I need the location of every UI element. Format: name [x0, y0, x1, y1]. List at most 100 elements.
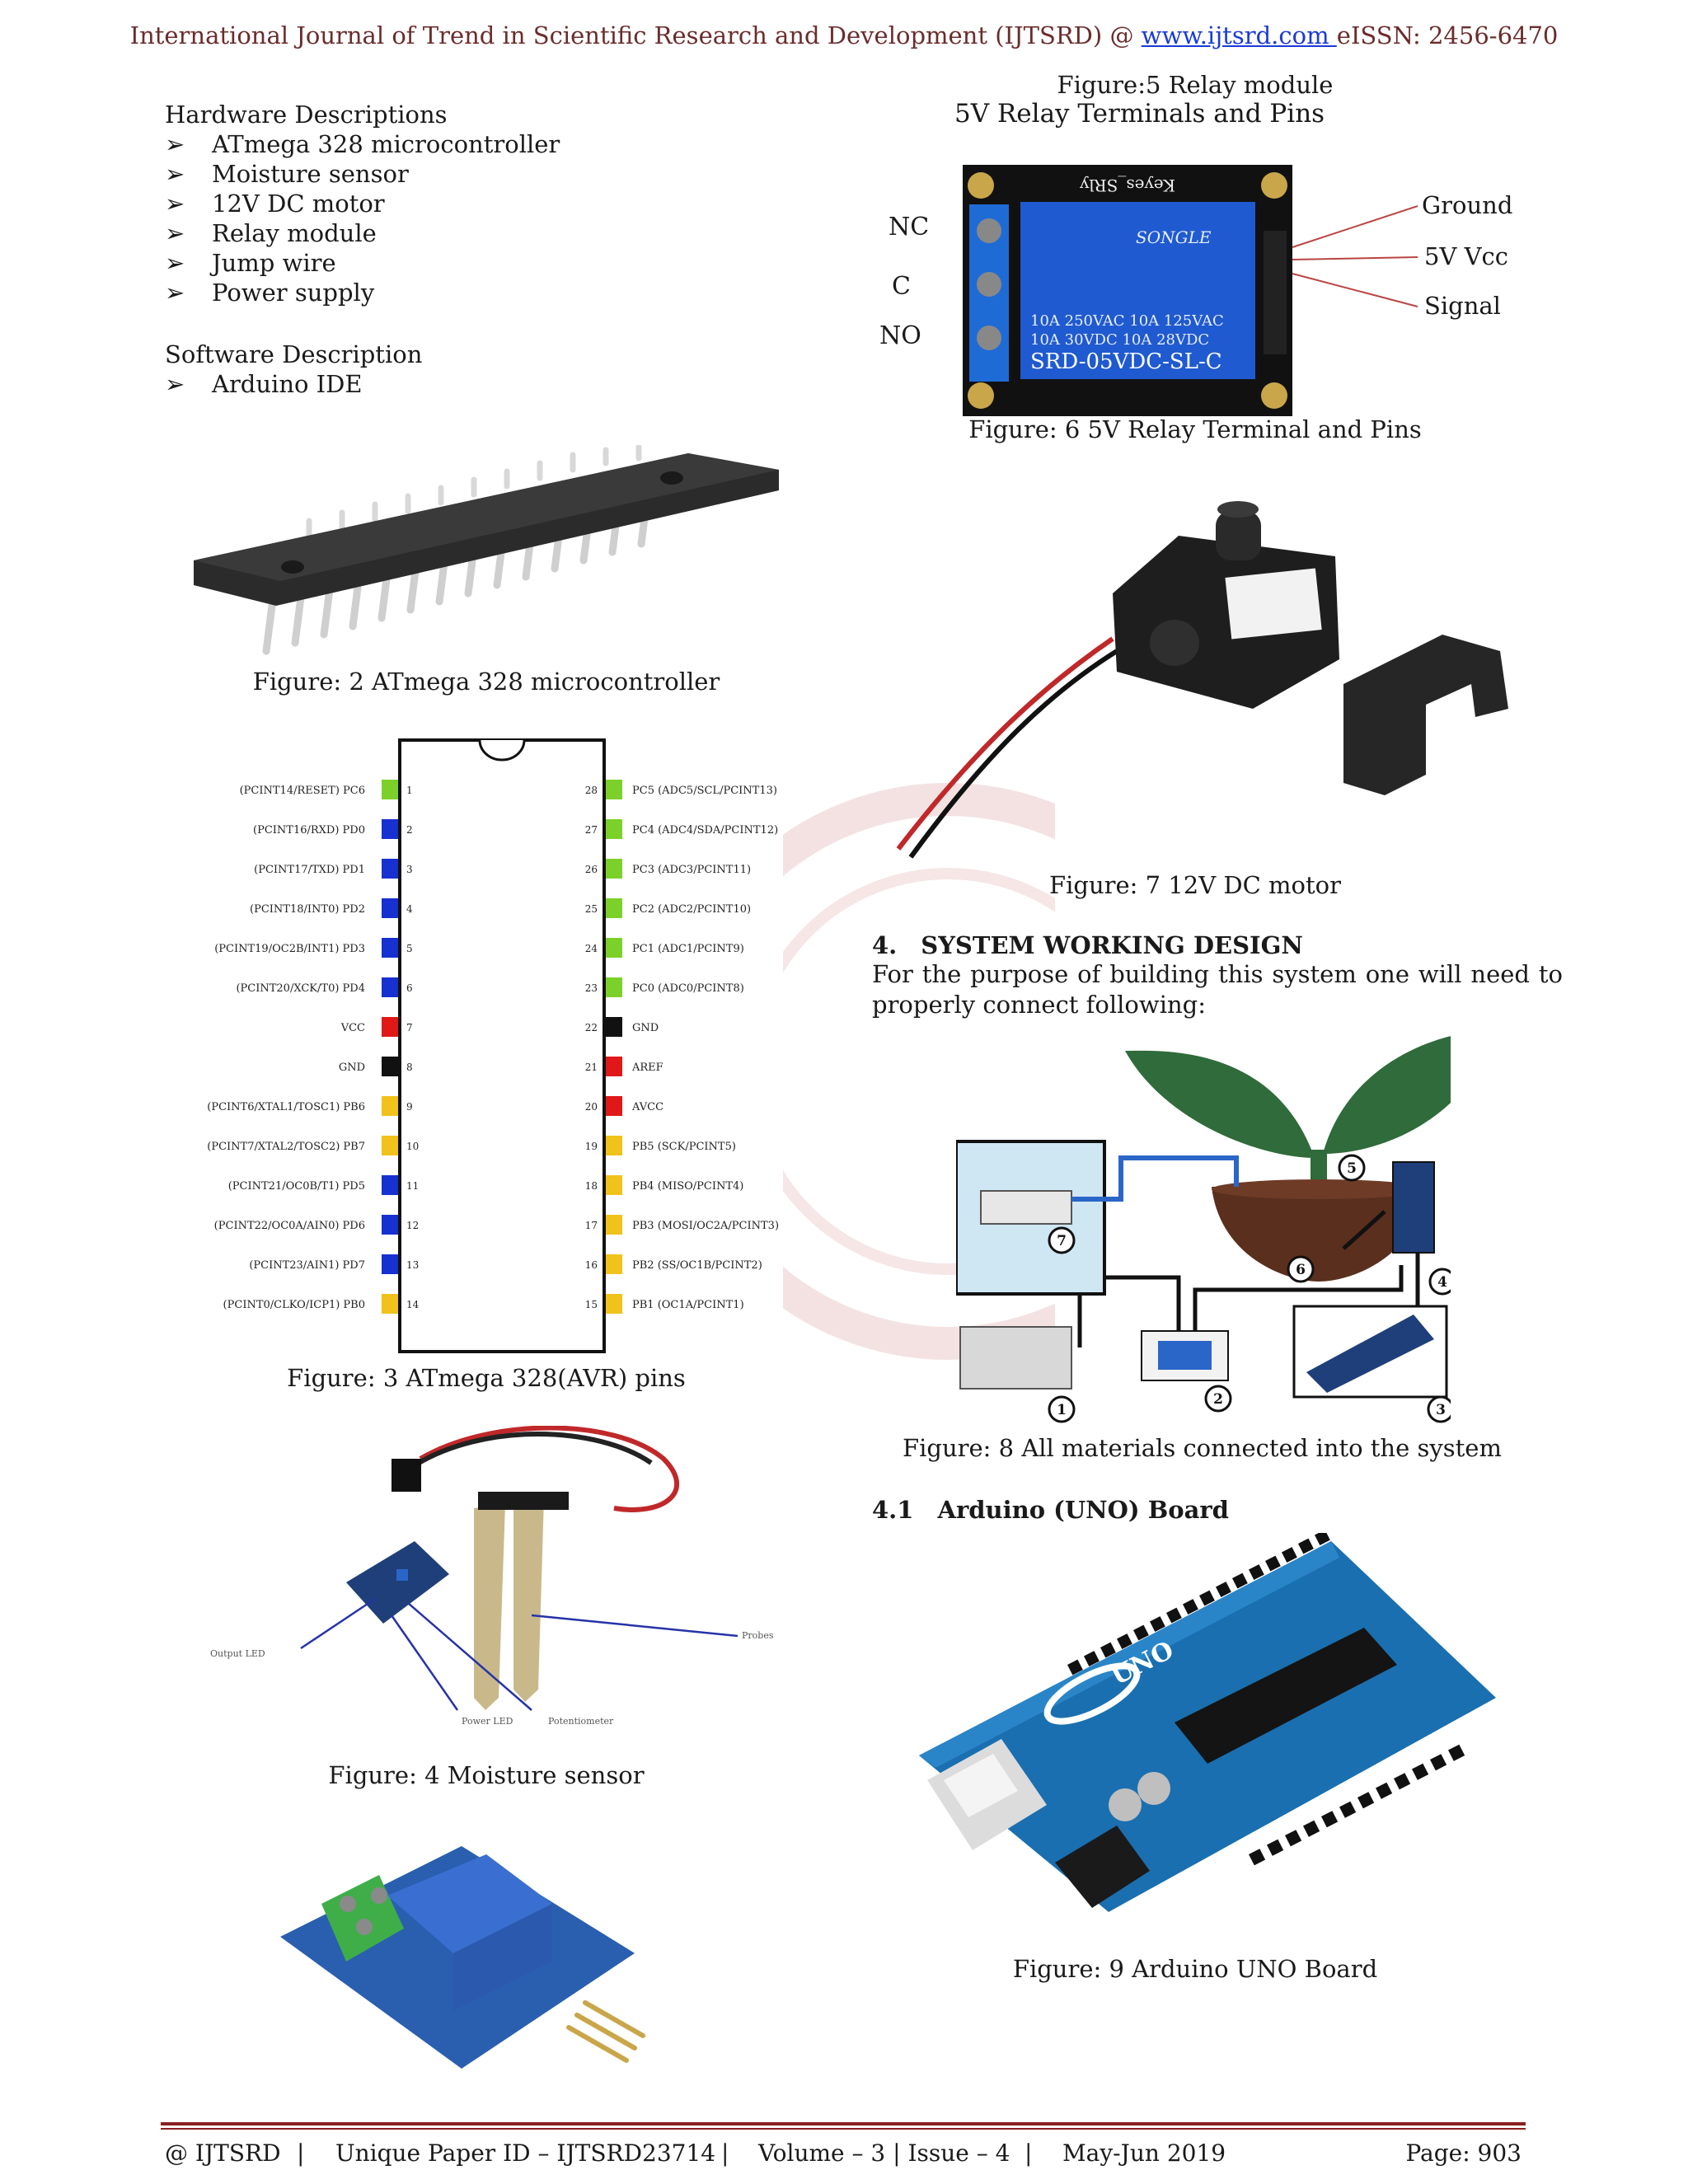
header-pin [1067, 1659, 1083, 1675]
pin-marker [382, 1017, 398, 1037]
power-supply [959, 1326, 1072, 1390]
pin-label: PB3 (MOSI/OC2A/PCINT3) [632, 1220, 779, 1232]
header-pin [1376, 1782, 1393, 1799]
pin-marker [382, 1215, 398, 1235]
header-pin [1265, 1555, 1281, 1572]
pin-marker [606, 1096, 622, 1116]
header-pin [1249, 1564, 1264, 1580]
pin-number: 18 [585, 1180, 598, 1192]
arrow-bullet-icon: ➢ [165, 190, 185, 218]
label-potentiometer: Potentiometer [548, 1716, 614, 1727]
pin-number: 25 [585, 903, 598, 915]
journal-name: International Journal of Trend in Scient… [129, 21, 1142, 49]
pin-label: (PCINT18/INT0) PD2 [250, 903, 365, 916]
relay-board-image [280, 1846, 645, 2069]
relay-label-nc: NC [889, 213, 930, 241]
pin-marker [382, 1057, 398, 1076]
pin-label: PC4 (ADC4/SDA/PCINT12) [632, 824, 778, 837]
pin-number: 9 [406, 1101, 413, 1113]
pin-label: GND [339, 1062, 365, 1074]
number-marker-label: 7 [1057, 1233, 1067, 1249]
relay-terminal-image: Keyes_SRly SONGLE 10A 250VAC 10A 125VAC … [963, 165, 1418, 416]
pin-number: 21 [585, 1062, 598, 1073]
pin-label: PB1 (OC1A/PCINT1) [632, 1299, 744, 1311]
number-marker [1427, 1395, 1451, 1423]
footer-sep: | [1025, 2139, 1033, 2167]
list-item: ➢12V DC motor [165, 190, 385, 218]
fig3-caption: Figure: 3 ATmega 328(AVR) pins [287, 1364, 686, 1392]
number-marker [1287, 1255, 1315, 1283]
pump [980, 1190, 1072, 1225]
pin-label: AVCC [631, 1101, 663, 1113]
list-item: ➢Jump wire [165, 249, 336, 277]
header-pin [1448, 1744, 1465, 1761]
running-header: International Journal of Trend in Scient… [0, 21, 1688, 49]
label-power-led: Power LED [462, 1716, 513, 1727]
pin-marker [606, 1294, 622, 1314]
fig5-caption: Figure:5 Relay module [1057, 71, 1334, 99]
header-pin [1394, 1773, 1411, 1790]
header-pin [1216, 1582, 1231, 1597]
top-headers [1067, 1533, 1330, 1675]
list-item: ➢Moisture sensor [165, 160, 409, 188]
label-probes: Probes [742, 1630, 774, 1641]
number-marker-label: 5 [1347, 1160, 1357, 1177]
pin-label: VCC [340, 1022, 365, 1034]
list-item: ➢Arduino IDE [165, 370, 363, 398]
pin-marker [606, 780, 622, 799]
pin-label: PC3 (ADC3/PCINT11) [632, 864, 751, 876]
fig7-caption: Figure: 7 12V DC motor [1049, 871, 1341, 899]
number-marker [1204, 1385, 1232, 1413]
arduino-uno-image: UNO [919, 1533, 1496, 1912]
pin-label: PC1 (ADC1/PCINT9) [632, 943, 744, 955]
fig6-caption: Figure: 6 5V Relay Terminal and Pins [968, 415, 1422, 443]
header-pins [566, 2000, 645, 2063]
probe-left [474, 1504, 505, 1710]
moisture-sensor-image: Output LED Power LED Potentiometer Probe… [210, 1426, 774, 1727]
list-item: ➢Power supply [165, 279, 375, 307]
pin-marker [382, 938, 398, 958]
number-marker [1048, 1395, 1076, 1423]
probe-header [478, 1492, 569, 1510]
sensor-wire-red [419, 1426, 679, 1512]
header-pin [1166, 1607, 1182, 1624]
hardware-list: ➢ATmega 328 microcontroller ➢Moisture se… [165, 129, 560, 307]
footer-rule-thin [161, 2128, 1526, 2130]
pin-number: 13 [406, 1259, 419, 1271]
arrow-bullet-icon: ➢ [165, 370, 185, 398]
pin-label: PC0 (ADC0/PCINT8) [632, 982, 744, 995]
pin-marker [606, 977, 622, 997]
footer-org: @ IJTSRD [165, 2139, 281, 2167]
pin-marker [382, 1175, 398, 1195]
pin-marker [606, 1017, 622, 1037]
pin-marker [382, 780, 398, 799]
header-pin [1249, 1849, 1266, 1866]
header-pin [1199, 1590, 1215, 1606]
number-marker-label: 6 [1296, 1262, 1306, 1278]
probe-right [513, 1498, 544, 1702]
relay-label-no: NO [879, 321, 921, 350]
water-pipe [1071, 1155, 1239, 1202]
mount-bracket [1343, 635, 1508, 795]
header-pin [1117, 1633, 1132, 1649]
connector [392, 1459, 421, 1492]
pin-number: 11 [406, 1180, 419, 1192]
chip-outline [398, 738, 606, 1353]
capacitor-2 [1137, 1772, 1170, 1805]
header-pin [1282, 1547, 1297, 1563]
number-marker-label: 3 [1436, 1402, 1446, 1418]
pump-outlet [1216, 511, 1261, 560]
pin-number: 7 [406, 1022, 413, 1033]
relay-brand: SONGLE [1136, 227, 1212, 247]
header-pin [1232, 1572, 1248, 1589]
journal-url-link[interactable]: www.ijtsrd.com [1141, 21, 1337, 49]
number-marker-label: 2 [1213, 1391, 1223, 1408]
relay-spec-1: 10A 250VAC 10A 125VAC [1030, 312, 1224, 330]
sensor-board [346, 1541, 449, 1624]
motor-wire-black [908, 649, 1118, 859]
fig2-caption: Figure: 2 ATmega 328 microcontroller [252, 668, 720, 696]
pin-header [1264, 231, 1287, 354]
